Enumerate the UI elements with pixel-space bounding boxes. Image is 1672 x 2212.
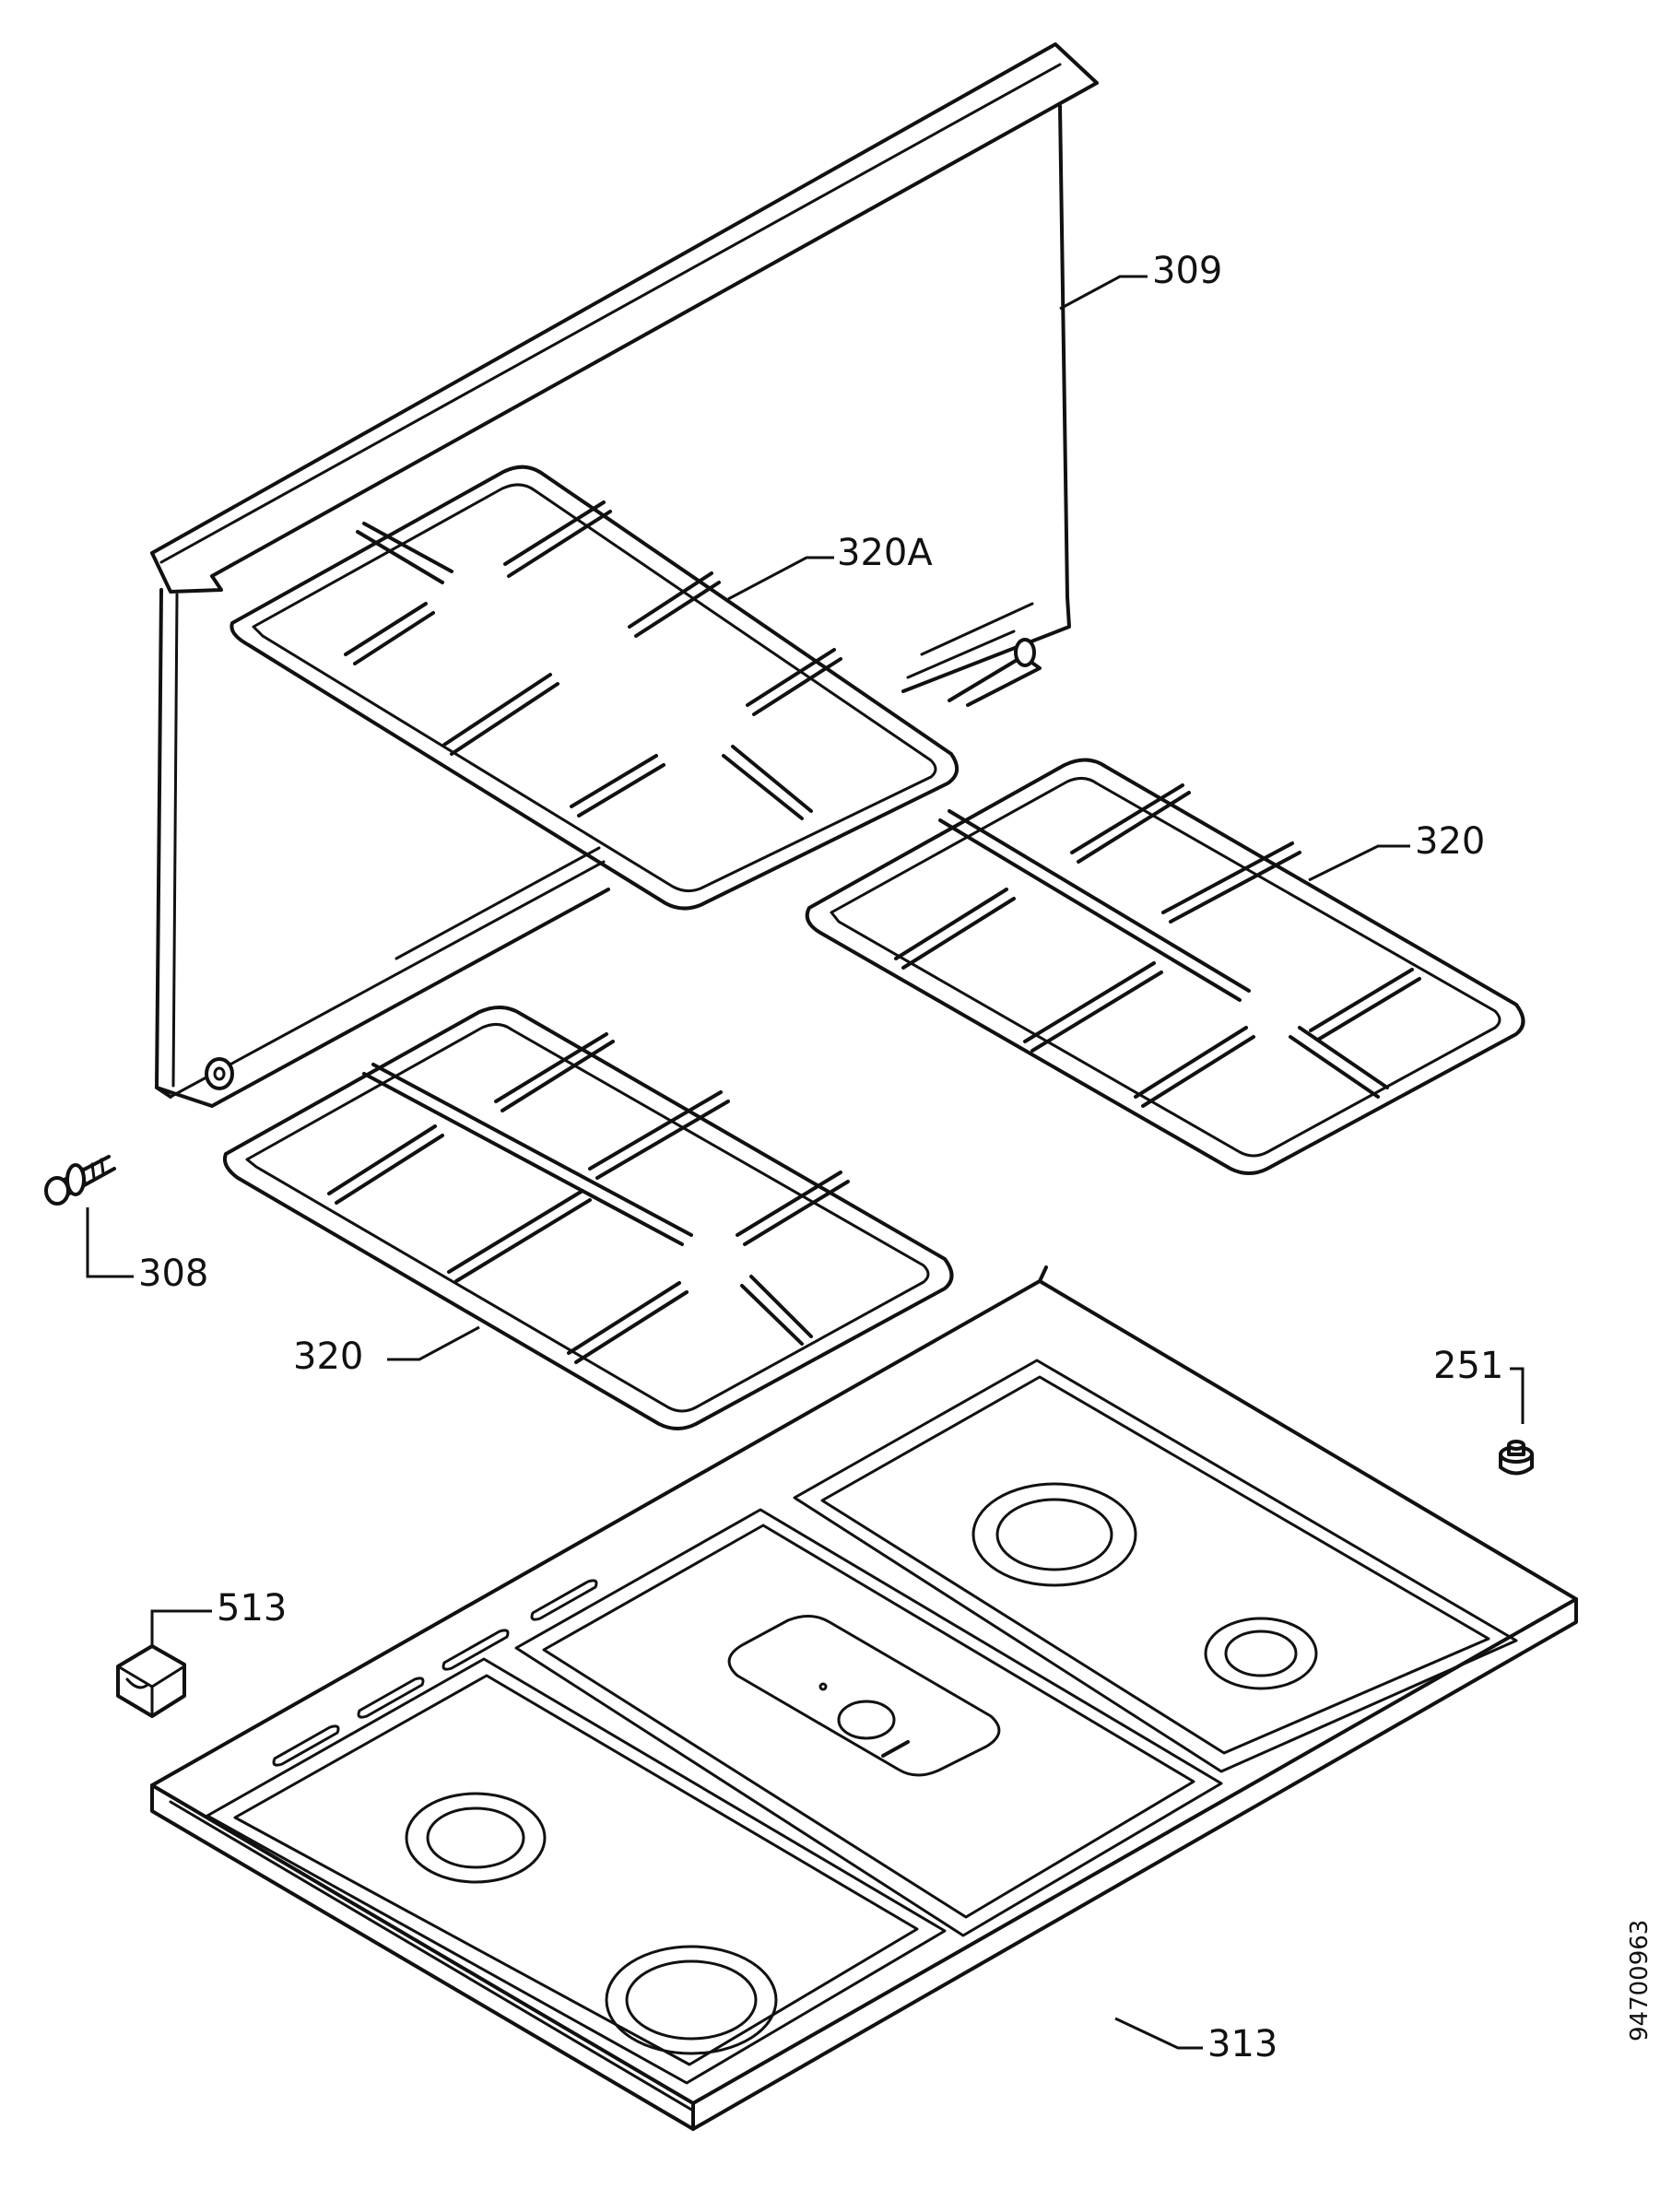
part-label-309: 309 bbox=[1152, 250, 1223, 292]
part-label-308: 308 bbox=[138, 1253, 209, 1295]
part-label-320a: 320A bbox=[837, 532, 933, 574]
part-label-513: 513 bbox=[217, 1587, 288, 1630]
pan-support-320-left-drawing bbox=[222, 1006, 954, 1430]
back-panel-drawing bbox=[150, 42, 1099, 1108]
document-code: 94700963 bbox=[1626, 1919, 1654, 2041]
part-label-320-right: 320 bbox=[1415, 820, 1486, 863]
part-label-320-left: 320 bbox=[293, 1335, 364, 1378]
leader-lines bbox=[86, 275, 1525, 2050]
hob-top-plate-drawing bbox=[150, 1265, 1578, 2131]
pan-support-320a-drawing bbox=[230, 465, 959, 911]
rubber-foot-drawing bbox=[1499, 1440, 1534, 1476]
hinge-screw-drawing bbox=[44, 1155, 116, 1206]
clip-drawing bbox=[116, 1644, 186, 1718]
part-label-251: 251 bbox=[1433, 1345, 1504, 1387]
part-label-313: 313 bbox=[1207, 2023, 1278, 2065]
pan-support-320-right-drawing bbox=[805, 758, 1525, 1175]
